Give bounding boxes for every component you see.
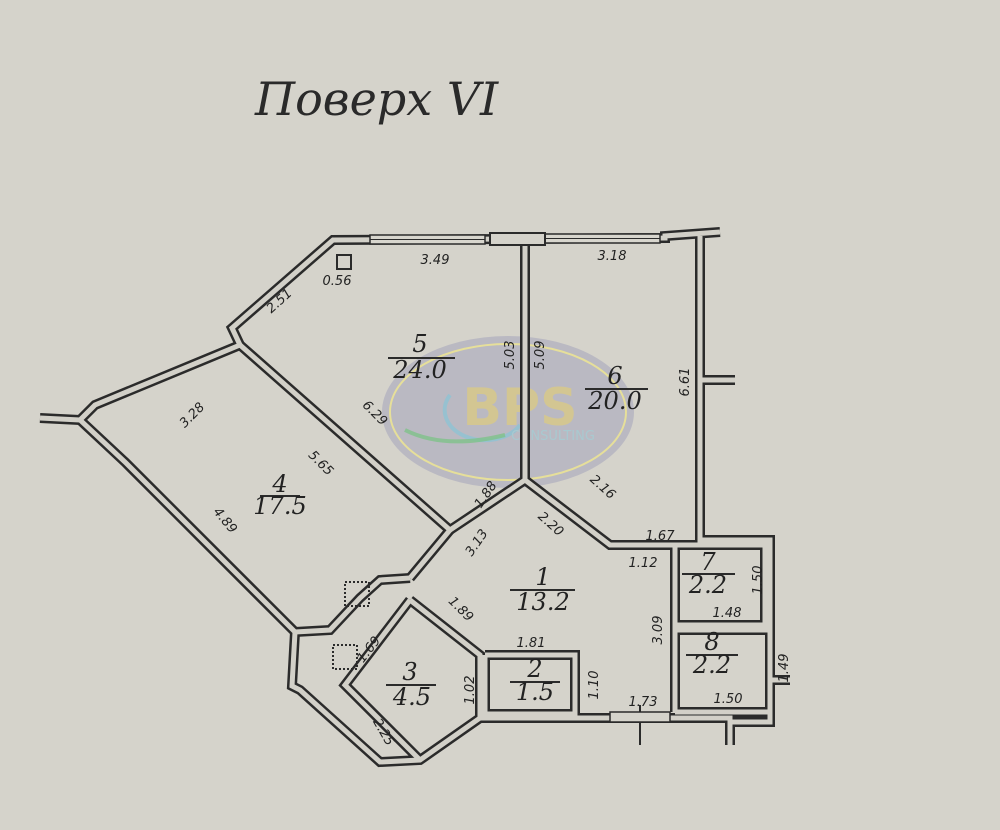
room-8: 82.2: [686, 628, 738, 679]
dimension: 1.50: [751, 566, 766, 595]
room-4: 417.5: [253, 470, 306, 520]
dimension: 1.67: [646, 529, 676, 544]
dimension: 5.09: [533, 341, 548, 370]
room-5: 524.0: [388, 330, 455, 384]
room-3: 34.5: [386, 658, 436, 711]
room-area: 2.2: [688, 571, 727, 599]
wall-inner: [294, 575, 411, 635]
room-area: 13.2: [516, 588, 569, 616]
wall-inner: [675, 542, 768, 628]
dimension: 5.65: [305, 448, 336, 479]
room-labels: 524.0 620.0 417.5 113.2 72.2 82.2 21.5 3…: [253, 330, 738, 711]
wall-inner: [39, 415, 81, 423]
room-6: 620.0: [585, 362, 648, 415]
room-number: 4: [271, 470, 287, 498]
wall-inner: [675, 627, 773, 715]
room-area: 4.5: [392, 683, 431, 711]
room-area: 2.2: [692, 651, 731, 679]
dimension: 5.03: [503, 341, 518, 370]
dimension: 1.73: [629, 695, 658, 710]
dimension: 1.50: [714, 692, 743, 707]
dimension: 1.89: [445, 594, 476, 625]
wall-inner: [697, 236, 773, 725]
dimension: 2.25: [369, 716, 396, 749]
wall-inner: [482, 652, 578, 717]
dimension: 1.12: [629, 556, 658, 571]
dimension: 3.09: [651, 616, 666, 645]
room-area: 17.5: [253, 492, 306, 520]
dimension: 1.02: [463, 676, 478, 705]
room-1: 113.2: [510, 563, 575, 616]
dimension: 4.89: [210, 505, 240, 537]
room-7: 72.2: [682, 548, 735, 599]
dimension: 1.81: [517, 636, 546, 651]
wall-inner: [408, 598, 483, 718]
room-area: 24.0: [392, 356, 446, 384]
room-2: 21.5: [510, 655, 560, 706]
dimension: 0.56: [323, 274, 352, 289]
dimension: 3.18: [598, 249, 627, 264]
dimension-labels: 0.56 3.49 3.18 2.51 5.03 5.09 6.61 3.28 …: [177, 249, 792, 749]
room-number: 7: [700, 548, 716, 576]
dimension: 3.13: [463, 527, 492, 559]
floor-title: Поверх VI: [254, 72, 499, 126]
room-number: 2: [526, 655, 542, 683]
dimension: 3.49: [421, 253, 450, 268]
dimension: 1.49: [777, 654, 792, 683]
windows: [336, 232, 671, 745]
room-area: 1.5: [516, 678, 554, 706]
room-number: 6: [607, 362, 622, 390]
wall-inner: [523, 478, 700, 548]
dimension: 2.16: [587, 472, 619, 503]
ventilation-shafts: [332, 581, 370, 670]
room-area: 20.0: [587, 387, 641, 415]
room-number: 1: [535, 563, 550, 591]
wall-inner: [341, 598, 422, 762]
room-number: 3: [402, 658, 417, 686]
dimension: 1.48: [713, 606, 742, 621]
dimension: 6.61: [678, 368, 693, 397]
dimension: 3.28: [177, 400, 208, 431]
room-number: 8: [704, 628, 719, 656]
room-number: 5: [412, 330, 427, 358]
watermark-sub: CONSULTING: [511, 429, 595, 444]
dimension: 1.10: [587, 671, 602, 700]
